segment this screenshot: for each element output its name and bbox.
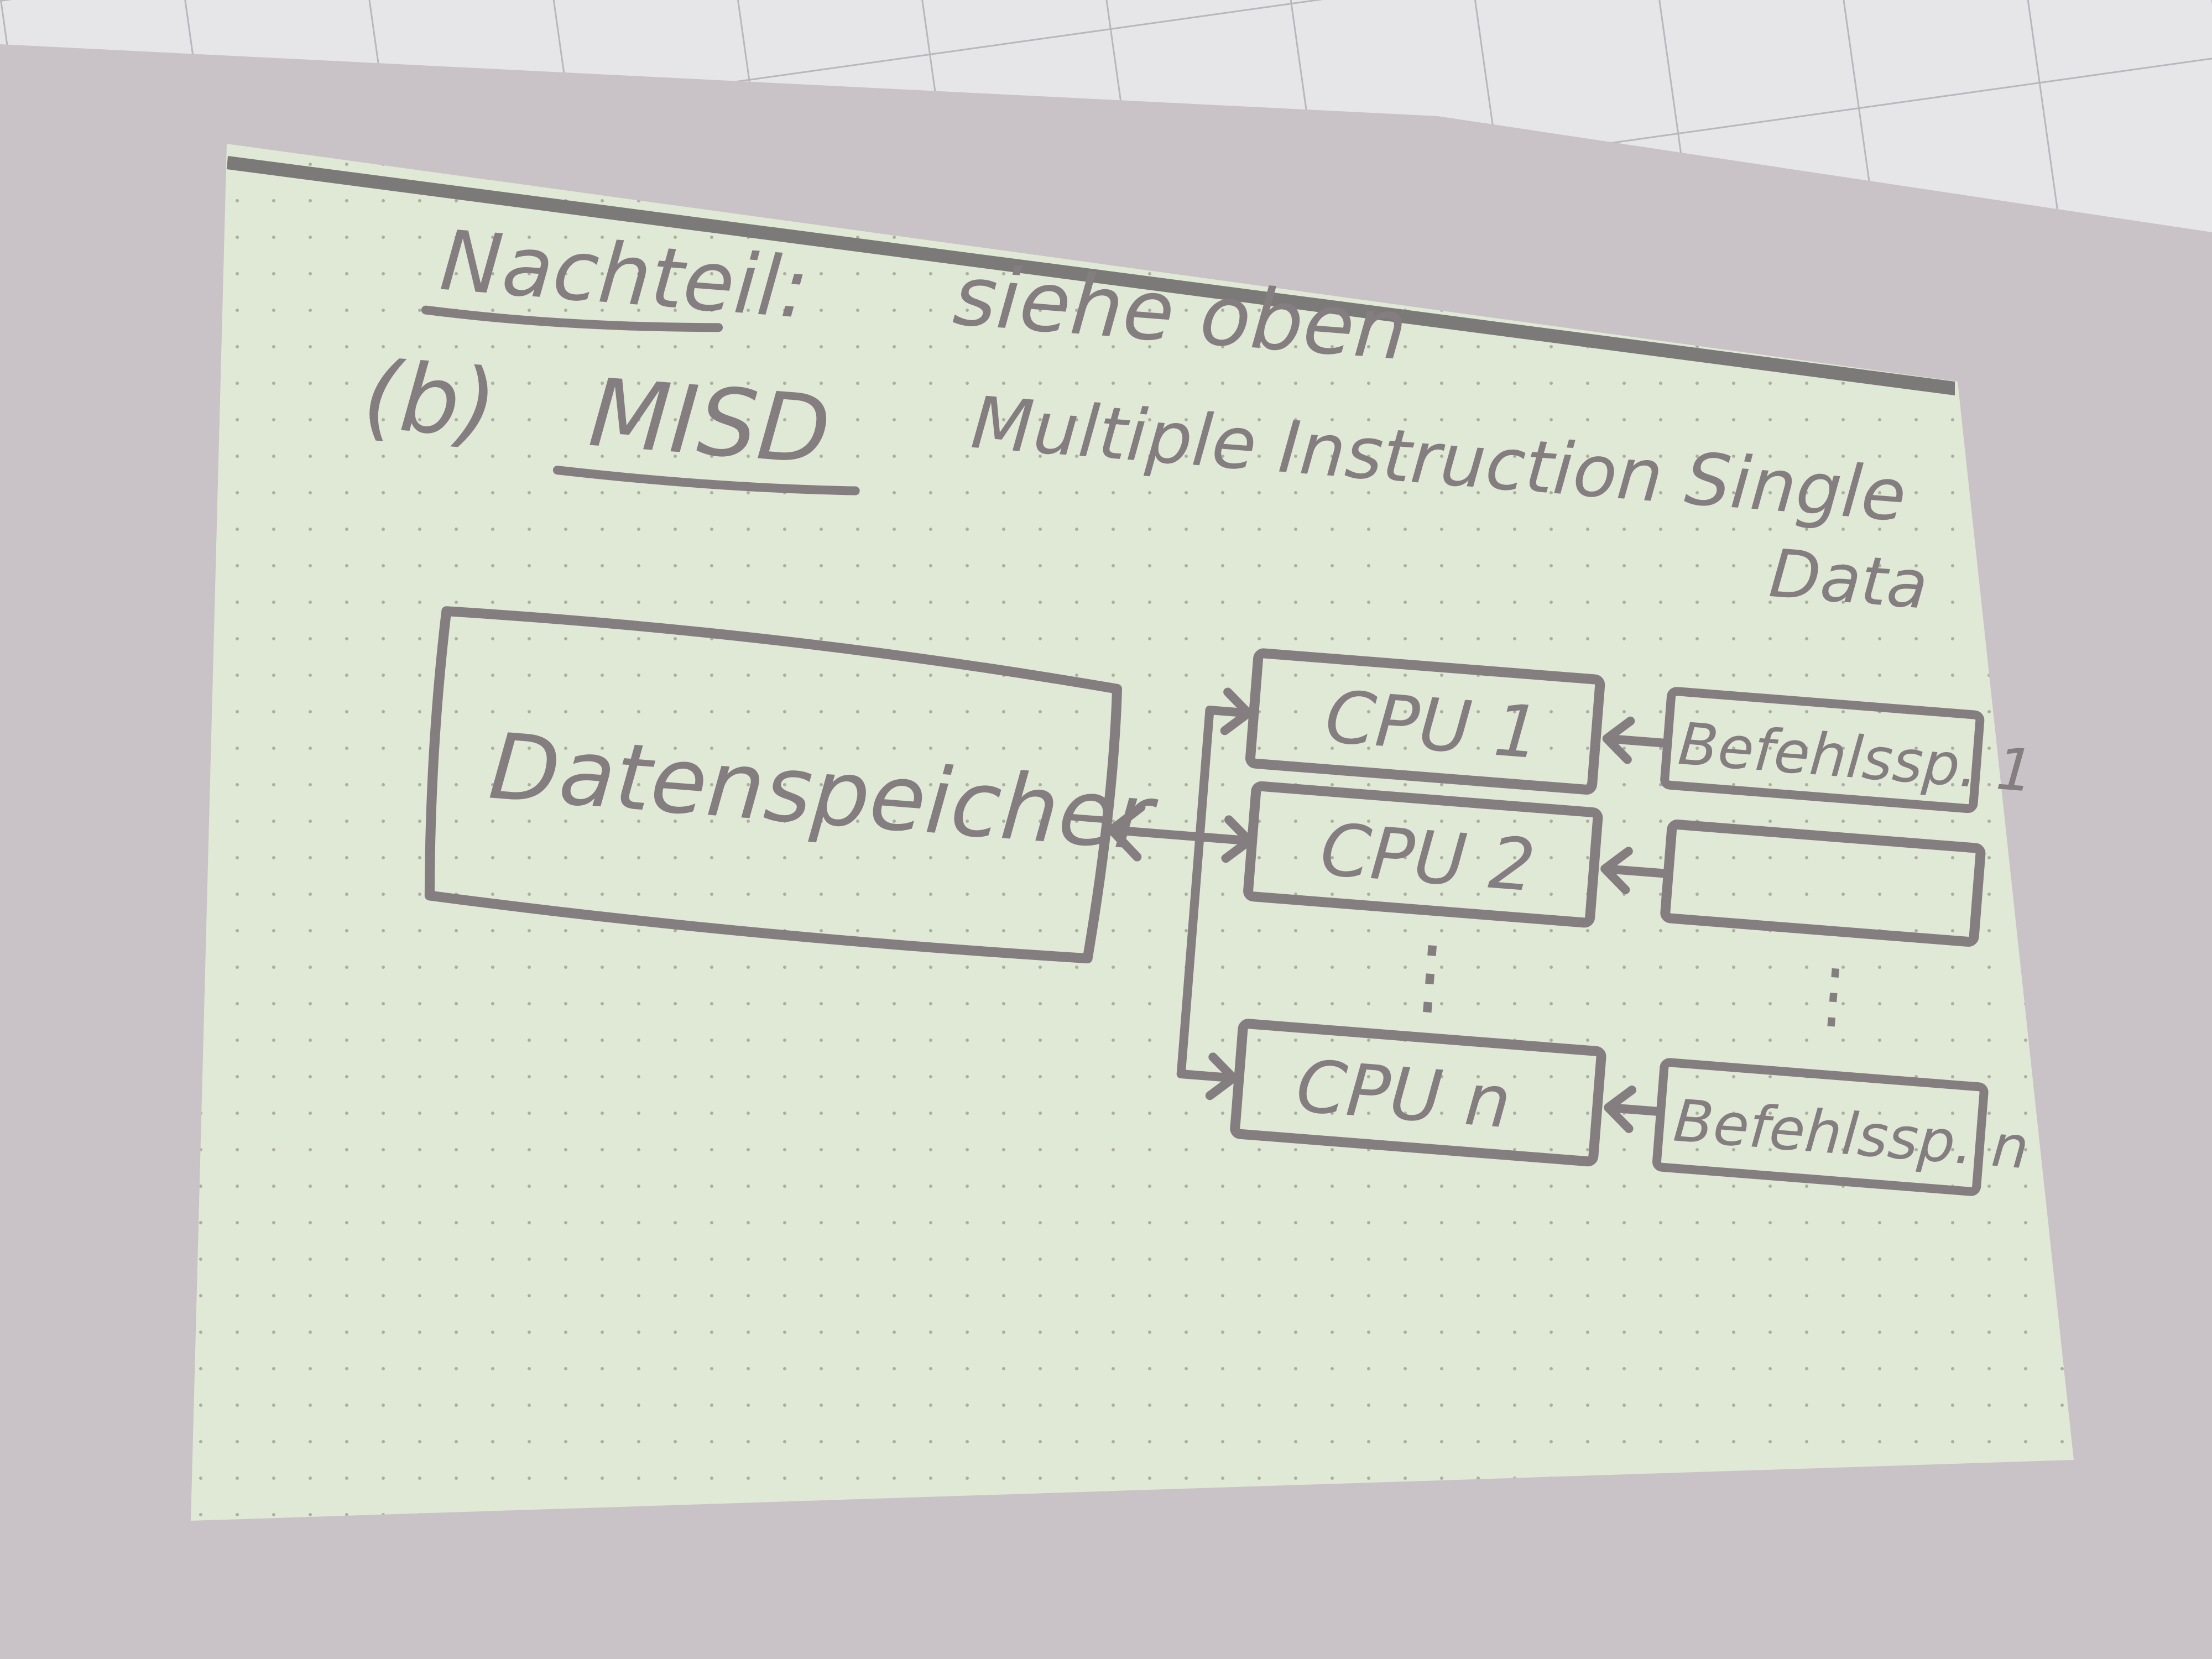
bus-lines <box>1107 687 1254 1100</box>
drawback-underline <box>421 305 723 332</box>
instruction-ellipsis: ⋮ <box>1794 950 1873 1040</box>
instruction-memory-box-2 <box>1660 820 1986 947</box>
screen-top-bar <box>227 156 1955 395</box>
cpu-box-n: CPU n <box>1230 1019 1606 1167</box>
arrow-from-instrn <box>1604 1086 1666 1133</box>
cpu-2-label: CPU 2 <box>1317 807 1538 908</box>
section-expansion-line2: Data <box>1767 535 1931 624</box>
acronym-underline <box>552 466 860 495</box>
cpu-1-label: CPU 1 <box>1322 675 1543 775</box>
cpu-ellipsis: ⋮ <box>1385 925 1475 1027</box>
cpu-n-label: CPU n <box>1293 1044 1514 1145</box>
cpu-box-2: CPU 2 <box>1243 781 1603 928</box>
cpu-box-1: CPU 1 <box>1245 648 1605 795</box>
arrow-to-cpu1 <box>1205 687 1253 735</box>
arrow-from-instr1 <box>1602 716 1672 764</box>
section-marker: (b) <box>359 341 500 460</box>
section-acronym: MISD <box>585 358 834 487</box>
ceiling <box>0 0 2212 232</box>
bus-vertical <box>1176 706 1214 1079</box>
arrow-to-cpun <box>1176 1052 1238 1100</box>
arrow-from-instr2 <box>1600 847 1673 895</box>
instruction-memory-box-1: Befehlssp. 1 <box>1660 687 2036 813</box>
instruction-arrows <box>1600 716 1673 1133</box>
